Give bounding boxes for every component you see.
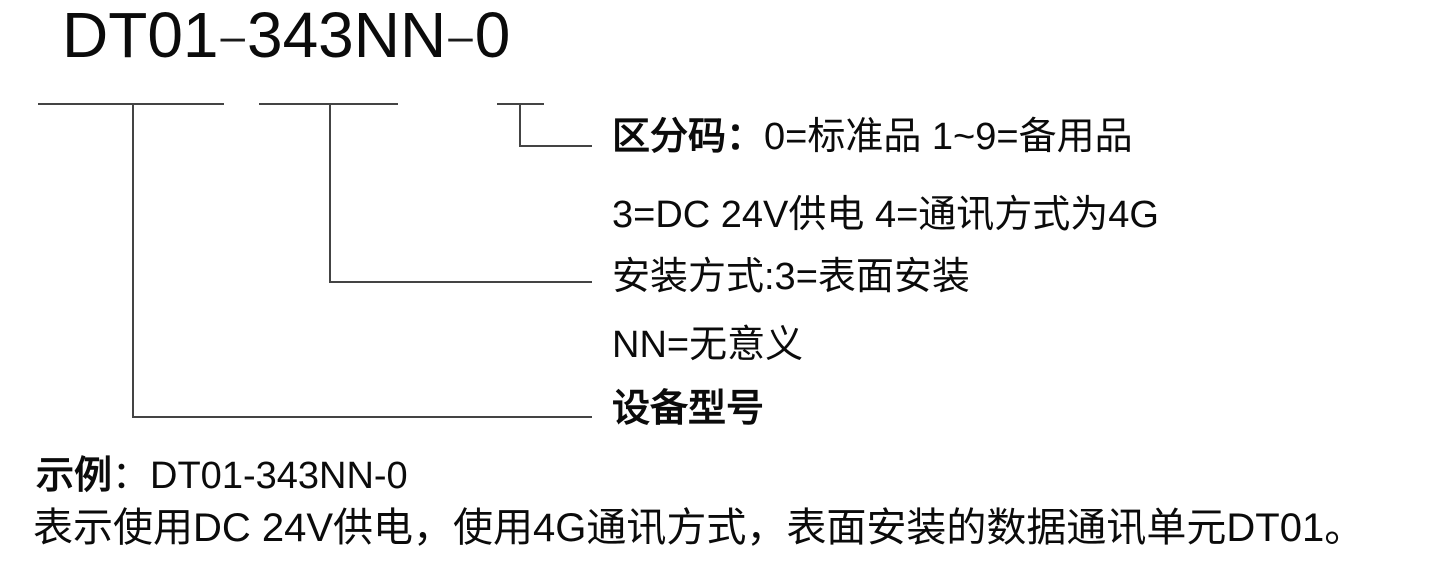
legend-text-nn-meaning: NN=无意义	[612, 324, 804, 366]
legend-line-distinction-code: 区分码：0=标准品 1~9=备用品	[612, 118, 1133, 156]
leader-bracket-distinction-code	[497, 102, 592, 148]
legend-colon-distinction-code: ：	[726, 116, 765, 158]
model-code-separator-1: –	[220, 12, 245, 61]
example-heading-line: 示例：DT01-343NN-0	[36, 457, 408, 495]
model-code-part3: 0	[474, 0, 511, 71]
leader-bracket-install-method	[259, 102, 592, 284]
model-code-part1: DT01	[62, 0, 219, 71]
legend-line-install-method: 安装方式:3=表面安装	[612, 258, 970, 296]
example-colon: ：	[112, 455, 151, 497]
legend-line-nn-meaning: NN=无意义	[612, 326, 803, 364]
example-value: DT01-343NN-0	[150, 455, 408, 497]
legend-text-device-model: 设备型号	[612, 388, 765, 430]
legend-text-power-and-comm: 3=DC 24V供电 4=通讯方式为4G	[612, 194, 1159, 236]
legend-line-device-model: 设备型号	[612, 390, 764, 428]
example-description: 表示使用DC 24V供电，使用4G通讯方式，表面安装的数据通讯单元DT01。	[33, 506, 1365, 550]
example-description-line: 表示使用DC 24V供电，使用4G通讯方式，表面安装的数据通讯单元DT01。	[33, 508, 1364, 548]
model-code-separator-2: –	[448, 12, 473, 61]
legend-line-power-and-comm: 3=DC 24V供电 4=通讯方式为4G	[612, 196, 1159, 234]
model-code-part2: 343NN	[246, 0, 447, 71]
legend-label-distinction-code: 区分码	[612, 116, 727, 158]
model-code-headline: DT01–343NN–0	[62, 3, 510, 67]
example-label: 示例	[36, 455, 113, 497]
legend-text-install-method: 安装方式:3=表面安装	[612, 256, 970, 298]
legend-text-distinction-code: 0=标准品 1~9=备用品	[764, 116, 1133, 158]
leader-bracket-device-model	[38, 102, 592, 419]
